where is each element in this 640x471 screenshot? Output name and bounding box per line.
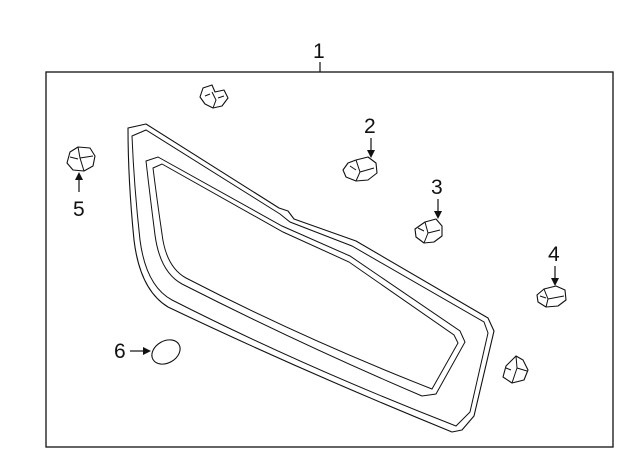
callout-2-label: 2 (364, 115, 376, 138)
callout-2[interactable]: 2 (364, 115, 376, 158)
clip-top[interactable] (199, 84, 229, 109)
callout-4-label: 4 (548, 243, 560, 266)
grille-inner-rim (131, 129, 489, 427)
callout-3[interactable]: 3 (431, 176, 443, 219)
clip-5[interactable] (66, 146, 96, 172)
emblem-part[interactable] (148, 335, 185, 369)
callout-3-label: 3 (431, 176, 443, 199)
clip-2[interactable] (342, 156, 378, 182)
clip-4[interactable] (536, 285, 567, 308)
grille-opening-inner (152, 163, 459, 390)
callout-1[interactable]: 1 (313, 40, 325, 72)
grille-part[interactable] (127, 123, 495, 433)
emblem (151, 339, 181, 365)
clip-3[interactable] (414, 218, 443, 244)
callout-5-label: 5 (73, 198, 85, 221)
callout-6-label: 6 (114, 340, 126, 363)
clip-bottom-right[interactable] (502, 355, 529, 384)
grille-opening (145, 156, 466, 397)
callout-1-label: 1 (313, 40, 325, 63)
diagram-frame (45, 71, 614, 448)
callout-6[interactable]: 6 (114, 340, 151, 363)
grille-outer (127, 123, 495, 433)
callout-4[interactable]: 4 (548, 243, 560, 286)
callout-5[interactable]: 5 (73, 172, 85, 221)
